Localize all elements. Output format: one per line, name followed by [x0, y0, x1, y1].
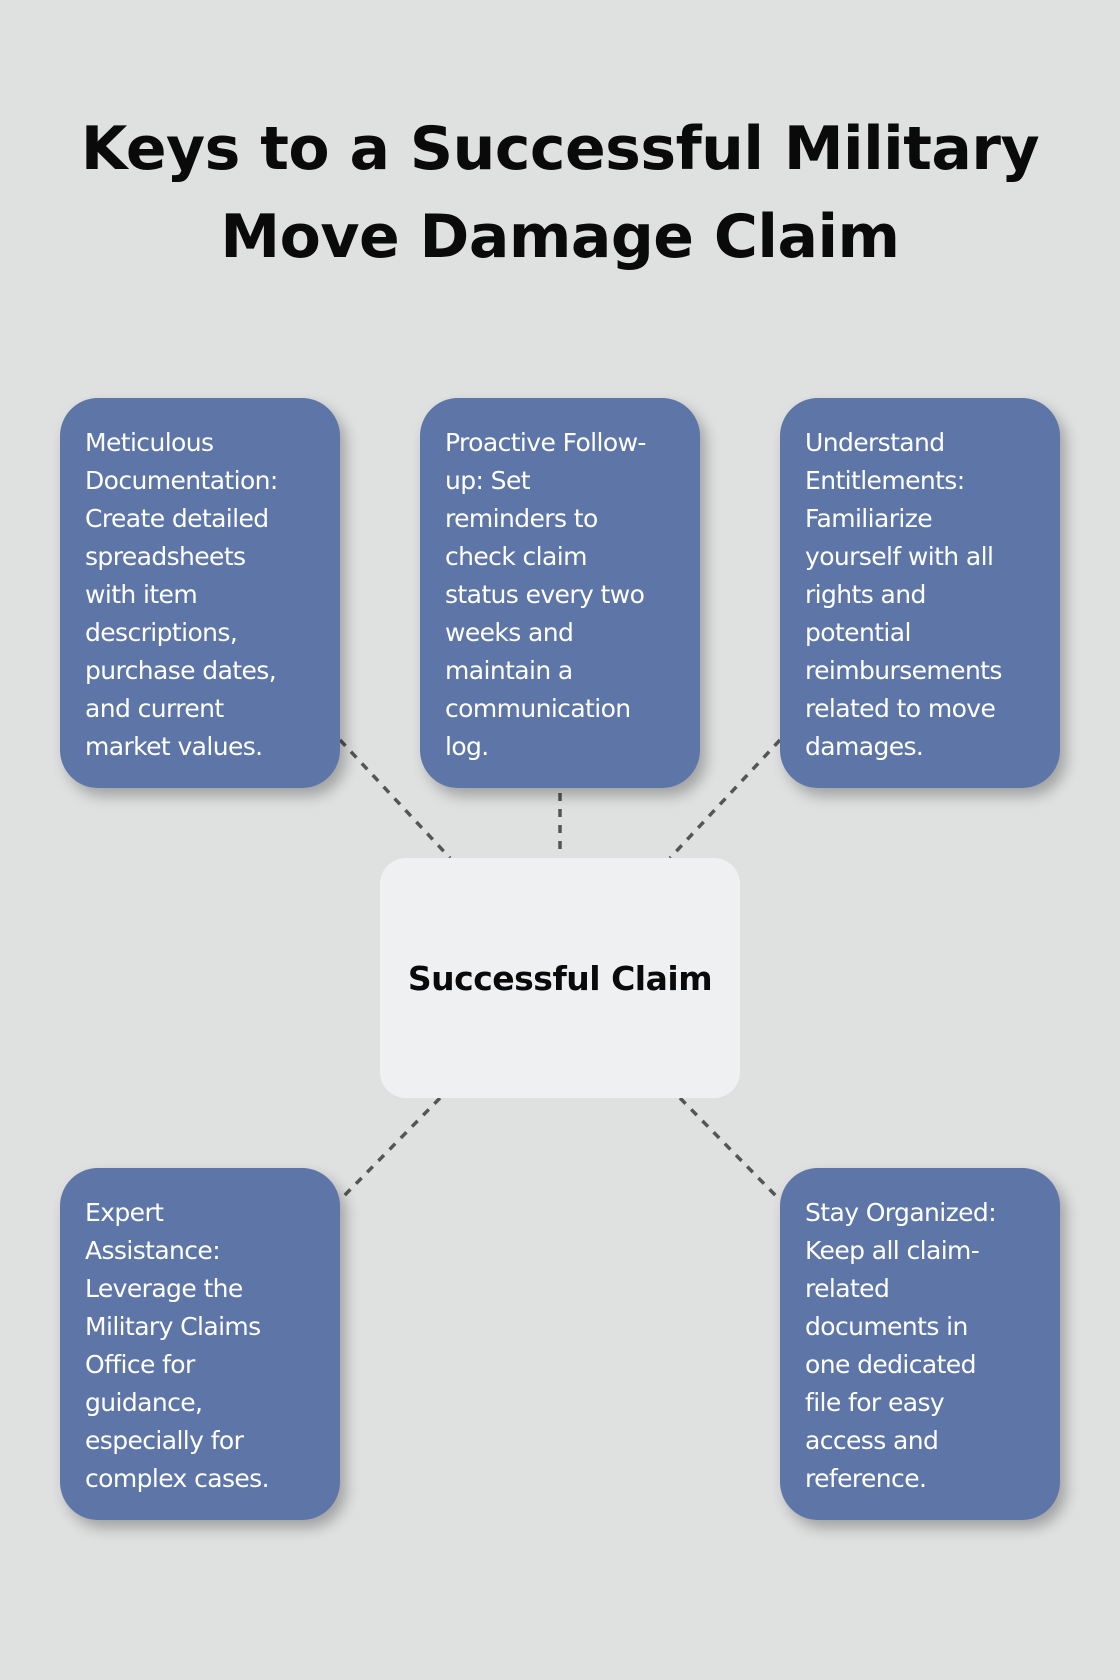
node-text-line: Familiarize [805, 504, 933, 533]
title-line-2: Move Damage Claim [220, 202, 900, 272]
node-text-line: descriptions, [85, 618, 238, 647]
node-text-line: up: Set [445, 466, 531, 495]
node-text-line: Understand [805, 428, 945, 457]
node-text-line: Keep all claim- [805, 1236, 980, 1265]
node-text-line: documents in [805, 1312, 968, 1341]
node-text-line: market values. [85, 732, 263, 761]
node-text-line: Proactive Follow- [445, 428, 646, 457]
node-text-line: spreadsheets [85, 542, 246, 571]
node-text-line: Leverage the [85, 1274, 243, 1303]
node-text-line: reference. [805, 1464, 927, 1493]
node-understand-entitlements: Understand Entitlements: Familiarize you… [780, 398, 1060, 788]
node-proactive-follow-up: Proactive Follow- up: Set reminders to c… [420, 398, 700, 788]
title-line-1: Keys to a Successful Military [80, 114, 1040, 184]
node-text-line: complex cases. [85, 1464, 270, 1493]
connector-entitlements [668, 738, 782, 860]
node-text-line: communication [445, 694, 631, 723]
connector-stay-organized [678, 1096, 782, 1202]
node-text-line: Assistance: [85, 1236, 221, 1265]
node-text-line: Stay Organized: [805, 1198, 997, 1227]
node-text-line: Meticulous [85, 428, 214, 457]
connector-documentation [338, 738, 452, 860]
node-text-line: related to move [805, 694, 996, 723]
node-text-line: weeks and [445, 618, 574, 647]
node-text-line: file for easy [805, 1388, 945, 1417]
node-text-line: damages. [805, 732, 924, 761]
node-text-line: rights and [805, 580, 926, 609]
node-meticulous-documentation: Meticulous Documentation: Create detaile… [60, 398, 340, 788]
node-text-line: Create detailed [85, 504, 269, 533]
node-text-line: potential [805, 618, 911, 647]
node-expert-assistance: Expert Assistance: Leverage the Military… [60, 1168, 340, 1520]
diagram-title: Keys to a Successful Military Move Damag… [0, 105, 1120, 281]
node-text-line: yourself with all [805, 542, 994, 571]
node-text-line: especially for [85, 1426, 244, 1455]
node-text-line: Office for [85, 1350, 195, 1379]
node-text-line: access and [805, 1426, 939, 1455]
node-text-line: one dedicated [805, 1350, 976, 1379]
node-text-line: Entitlements: [805, 466, 965, 495]
connector-expert-assistance [338, 1096, 442, 1202]
node-text-line: reimbursements [805, 656, 1002, 685]
center-node-successful-claim: Successful Claim [380, 858, 740, 1098]
node-text-line: related [805, 1274, 890, 1303]
node-text-line: guidance, [85, 1388, 203, 1417]
node-text-line: check claim [445, 542, 587, 571]
node-text-line: purchase dates, [85, 656, 277, 685]
node-text-line: and current [85, 694, 224, 723]
node-text-line: with item [85, 580, 198, 609]
node-text-line: status every two [445, 580, 645, 609]
node-stay-organized: Stay Organized: Keep all claim- related … [780, 1168, 1060, 1520]
node-text-line: Military Claims [85, 1312, 261, 1341]
node-text-line: reminders to [445, 504, 598, 533]
node-text-line: log. [445, 732, 489, 761]
node-text-line: Documentation: [85, 466, 278, 495]
node-text-line: maintain a [445, 656, 573, 685]
center-node-label: Successful Claim [407, 958, 713, 998]
node-text-line: Expert [85, 1198, 164, 1227]
